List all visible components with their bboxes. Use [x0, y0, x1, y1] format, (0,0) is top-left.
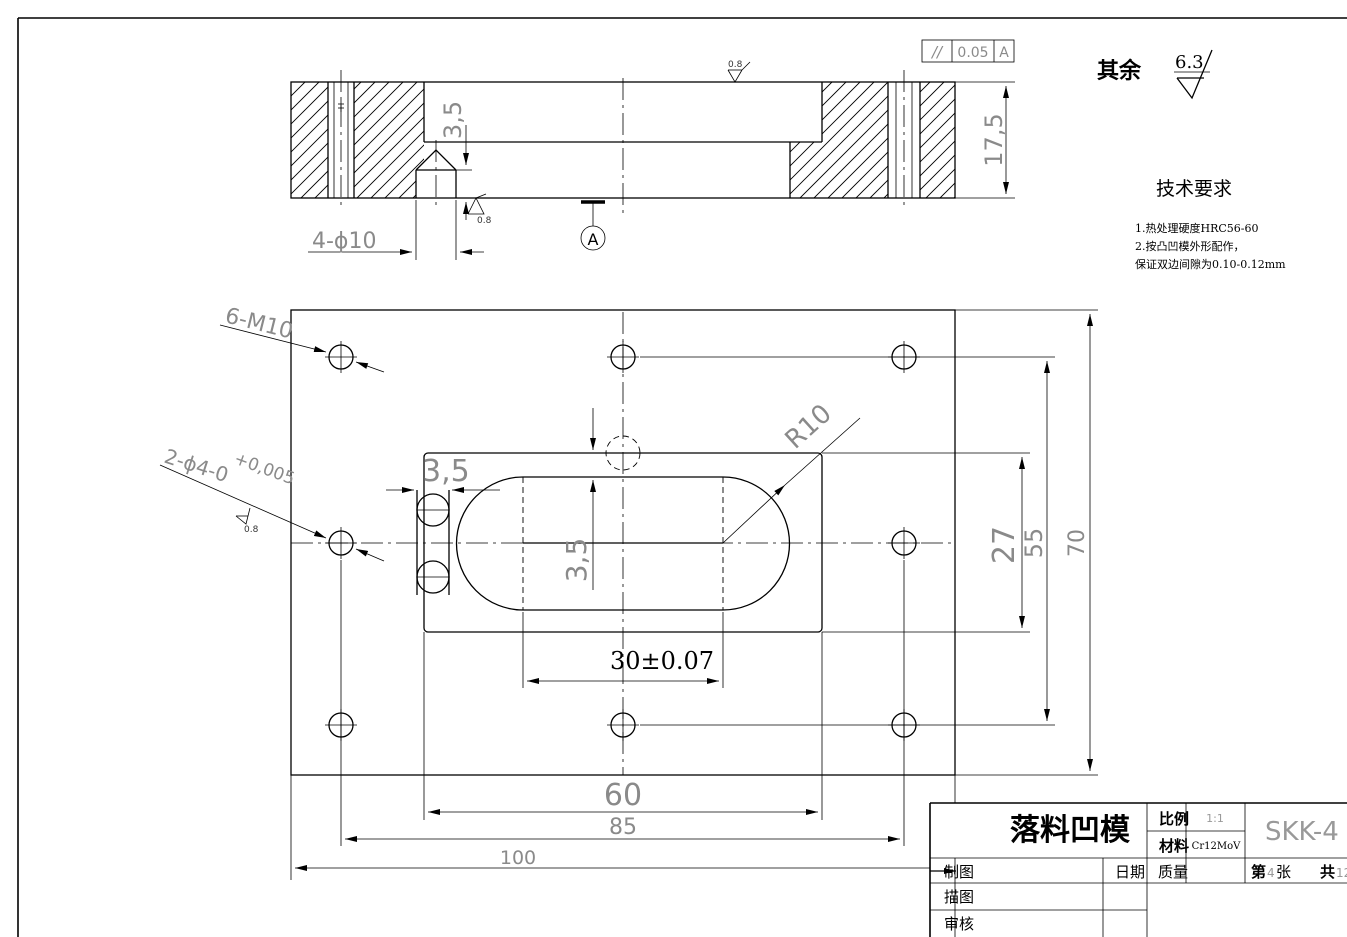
title-block: 落料凹模 比例 1:1 材料 Cr12MoV SKK-4 制图 日期 质量 第 …: [929, 802, 1347, 937]
drawing-frame: [17, 17, 1347, 937]
hole-pitch-h-dim: 85: [609, 815, 637, 840]
tech-requirement-1: 1.热处理硬度HRC56-60: [1135, 221, 1259, 235]
scale-label: 比例: [1159, 810, 1189, 828]
pin-holes-dim: 4-ϕ10: [312, 229, 376, 254]
mass-label: 质量: [1158, 863, 1188, 881]
rest-roughness-value: 6.3: [1175, 52, 1204, 73]
traced-label: 描图: [944, 888, 974, 906]
roughness-pin-hole: 0.8: [244, 525, 259, 535]
date-label: 日期: [1115, 863, 1145, 881]
plan-view: 6-M10 2-ϕ4-0 +0,005 0.8 3,5 3,5 R10 30±0…: [159, 304, 1098, 880]
material-value: Cr12MoV: [1192, 841, 1241, 852]
section-view: 17,5 3,5 0.8 4-ϕ10 A 0.8 // 0.05 A: [290, 39, 1015, 260]
sheet-label: 第: [1251, 863, 1266, 881]
total-label: 共: [1320, 863, 1335, 881]
relief-width-dim: 3,5: [422, 454, 470, 489]
scale-value: 1:1: [1206, 812, 1224, 825]
roughness-top: 0.8: [728, 60, 743, 70]
part-name: 落料凹模: [1010, 813, 1130, 848]
relief-depth-dim: 3,5: [560, 538, 593, 583]
tapped-holes-dim: 6-M10: [223, 304, 296, 345]
dowel-tol-dim: +0,005: [231, 449, 297, 489]
section-height-dim: 17,5: [980, 113, 1008, 166]
dowel-hole: [888, 527, 920, 559]
total-number: 12: [1336, 866, 1347, 880]
tech-requirements-title: 技术要求: [1156, 178, 1232, 200]
drawn-label: 制图: [944, 863, 974, 881]
tapped-hole: [607, 341, 639, 373]
sheet-unit: 张: [1276, 863, 1291, 881]
recess-depth-dim: 3,5: [439, 101, 467, 139]
hole-pitch-v-dim: 55: [1020, 528, 1048, 559]
material-label: 材料: [1159, 837, 1189, 855]
sheet-number: 4: [1267, 866, 1275, 880]
opening-height-dim: 27: [987, 526, 1022, 564]
tech-requirements: 技术要求 1.热处理硬度HRC56-60 2.按凸凹模外形配作， 保证双边间隙为…: [1135, 178, 1286, 271]
opening-width-dim: 60: [604, 778, 642, 813]
drawing-number: SKK-4: [1265, 817, 1339, 847]
tolerance-datum: A: [999, 45, 1009, 61]
slot-radius-dim: R10: [780, 399, 838, 456]
tolerance-symbol: //: [930, 43, 944, 61]
tech-requirement-3: 保证双边间隙为0.10-0.12mm: [1135, 257, 1286, 271]
tech-requirement-2: 2.按凸凹模外形配作，: [1135, 239, 1245, 253]
tolerance-value: 0.05: [957, 45, 988, 61]
roughness-bottom: 0.8: [477, 216, 492, 226]
checked-label: 审核: [944, 915, 974, 933]
tapped-hole: [607, 709, 639, 741]
dowel-hole: [325, 527, 357, 559]
plate-width-dim: 100: [500, 847, 536, 869]
rest-roughness: 其余 6.3: [1097, 49, 1213, 100]
slot-length-dim: 30±0.07: [610, 647, 714, 675]
datum-marker: A: [588, 230, 599, 249]
rest-roughness-label: 其余: [1097, 58, 1142, 84]
plate-height-dim: 70: [1065, 529, 1090, 557]
tapped-hole: [325, 341, 357, 373]
